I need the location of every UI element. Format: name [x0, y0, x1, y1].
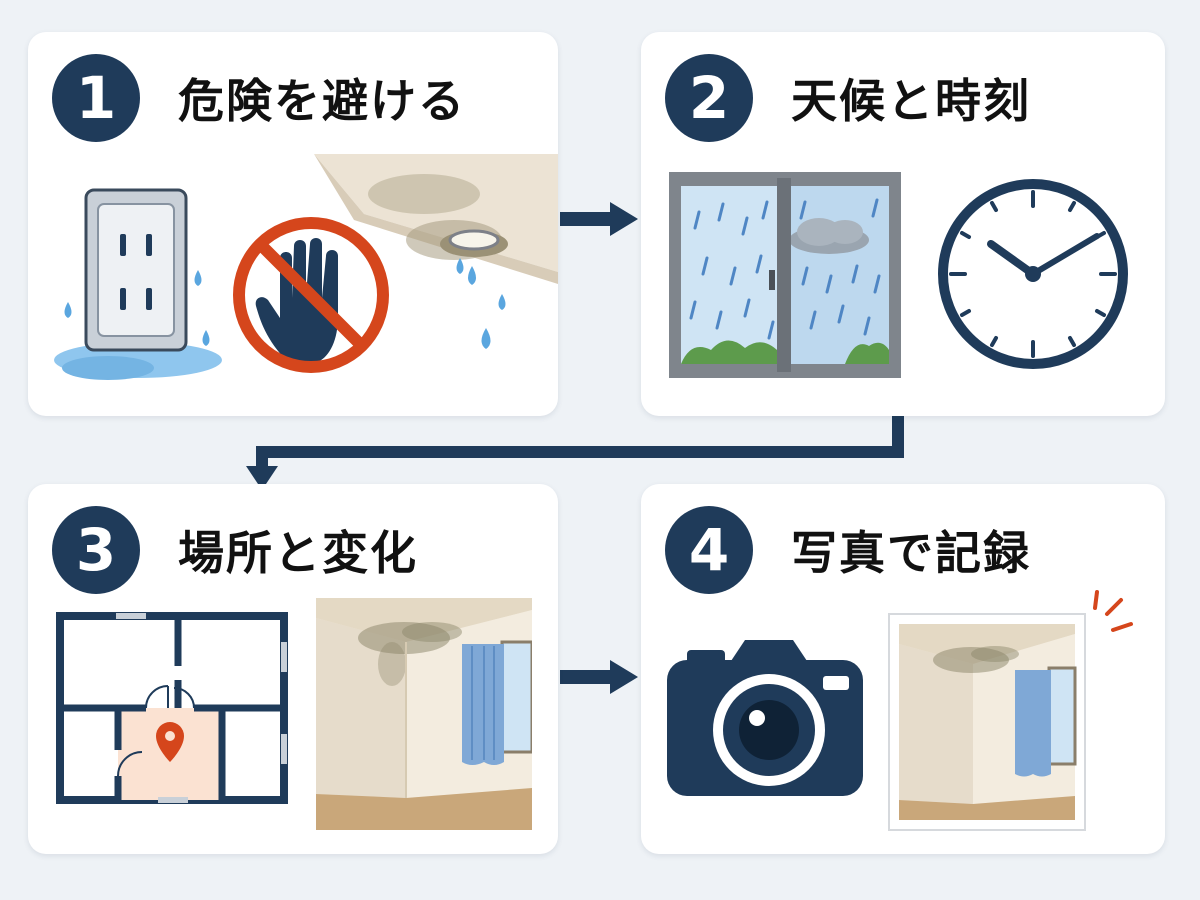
camera-icon	[667, 640, 863, 796]
location-pin-icon	[156, 722, 184, 762]
step-title-1: 危険を避ける	[178, 74, 466, 128]
flash-burst-icon	[1093, 590, 1133, 632]
wet-outlet-icon	[54, 188, 222, 380]
clock-icon	[938, 179, 1128, 369]
step-card-3: 3 場所と変化	[28, 484, 558, 854]
step-number-3: 3	[52, 506, 140, 594]
step-card-4: 4 写真で記録	[641, 484, 1165, 854]
no-touch-icon	[233, 217, 389, 373]
arrow-2-to-3	[246, 416, 904, 490]
floor-plan-icon	[56, 612, 288, 804]
step-card-1: 1 危険を避ける	[28, 32, 558, 416]
step-header-3: 3 場所と変化	[52, 506, 418, 594]
step-card-2: 2 天候と時刻	[641, 32, 1165, 416]
step-number-4: 4	[665, 506, 753, 594]
rainy-window-icon	[669, 172, 901, 378]
photo-icon	[888, 613, 1086, 831]
step-number-1: 1	[52, 54, 140, 142]
step-header-1: 1 危険を避ける	[52, 54, 466, 142]
step-number-2: 2	[665, 54, 753, 142]
step-title-2: 天候と時刻	[791, 74, 1031, 128]
step-title-3: 場所と変化	[178, 526, 418, 580]
leaking-ceiling-light-icon	[314, 154, 558, 349]
arrow-3-to-4	[560, 660, 638, 694]
arrow-1-to-2	[560, 202, 638, 236]
step-header-4: 4 写真で記録	[665, 506, 1031, 594]
stained-room-icon	[316, 598, 532, 830]
step-title-4: 写真で記録	[791, 526, 1031, 580]
step-header-2: 2 天候と時刻	[665, 54, 1031, 142]
